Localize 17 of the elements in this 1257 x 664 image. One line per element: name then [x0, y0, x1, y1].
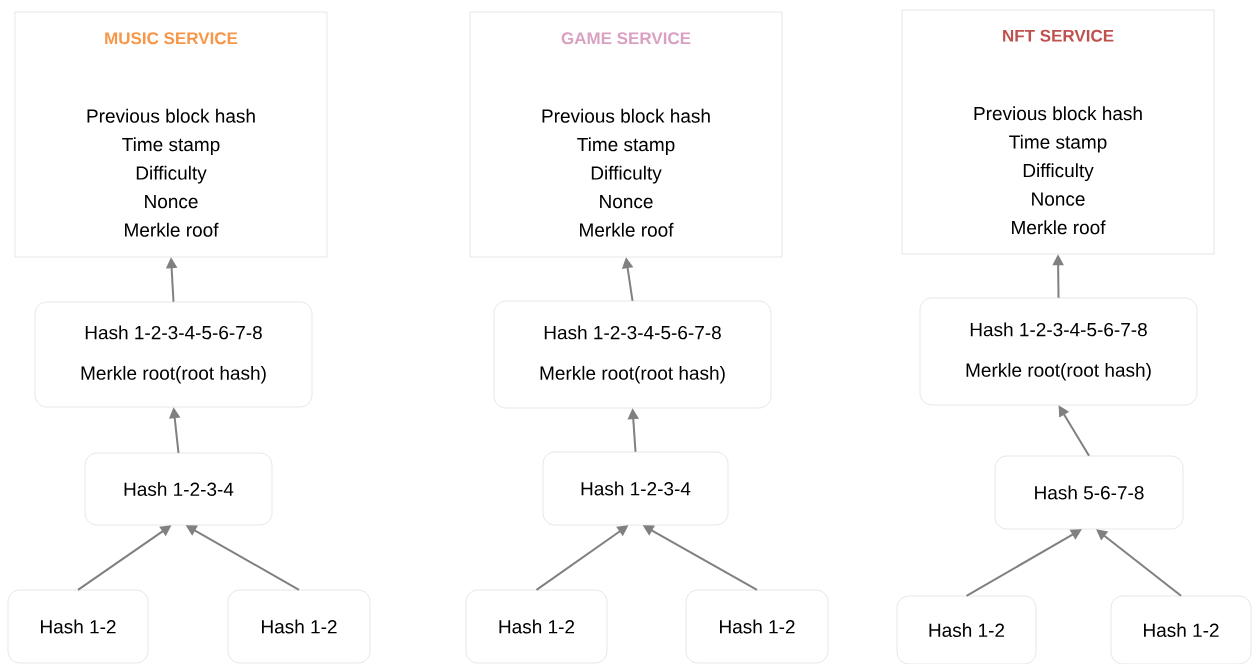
- block-header-box: GAME SERVICE Previous block hash Time stamp Difficulty Nonce Merkle roof: [469, 11, 783, 258]
- arrow: [965, 529, 1082, 597]
- merkle-root-box: Hash 1-2-3-4-5-6-7-8 Merkle root(root hash): [919, 297, 1198, 406]
- hash-box: Hash 1-2-3-4: [542, 451, 729, 526]
- hash-box: Hash 1-2: [685, 589, 829, 664]
- hash-box: Hash 1-2: [896, 595, 1037, 664]
- hash-box: Hash 1-2: [7, 589, 149, 664]
- block-header-box: NFT SERVICE Previous block hash Time stamp Difficulty Nonce Merkle roof: [901, 9, 1215, 255]
- arrow: [1096, 529, 1182, 597]
- hash-box: Hash 1-2-3-4: [84, 452, 273, 526]
- hash-box: Hash 1-2: [227, 589, 371, 664]
- merkle-root-box: Hash 1-2-3-4-5-6-7-8 Merkle root(root hash): [493, 300, 772, 409]
- block-header-box: MUSIC SERVICE Previous block hash Time stamp Difficulty Nonce Merkle roof: [14, 11, 328, 258]
- hash-box: Hash 1-2: [465, 589, 608, 664]
- merkle-root-box: Hash 1-2-3-4-5-6-7-8 Merkle root(root hash): [34, 301, 313, 408]
- hash-box: Hash 5-6-7-8: [994, 455, 1184, 530]
- hash-box: Hash 1-2: [1110, 595, 1252, 664]
